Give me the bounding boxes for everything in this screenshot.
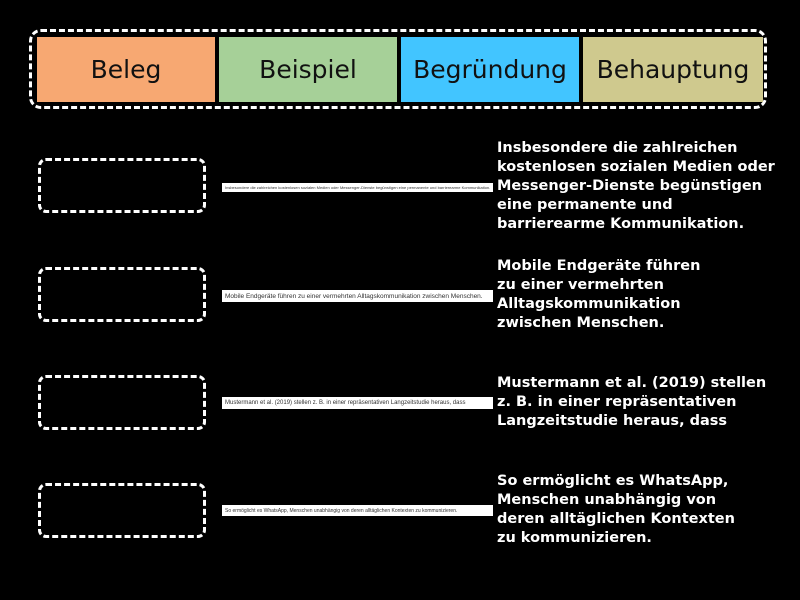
prompt-line: Menschen unabhängig von <box>497 492 717 508</box>
prompt-2: Mobile Endgeräte führen zu einer vermehr… <box>497 257 797 333</box>
prompt-line: Alltagskommunikation <box>497 296 681 312</box>
prompt-line: zu einer vermehrten <box>497 277 664 293</box>
prompt-line: barrierearme Kommunikation. <box>497 216 745 232</box>
prompt-3: Mustermann et al. (2019) stellen z. B. i… <box>497 374 797 431</box>
prompt-line: z. B. in einer repräsentativen <box>497 394 737 410</box>
prompt-line: So ermöglicht es WhatsApp, <box>497 473 729 489</box>
prompt-line: zwischen Menschen. <box>497 315 665 331</box>
prompt-line: Langzeitstudie heraus, dass <box>497 413 728 429</box>
drop-slot-3[interactable] <box>38 375 206 430</box>
tile-behauptung[interactable]: Behauptung <box>583 37 763 102</box>
sentence-strip-2: Mobile Endgeräte führen zu einer vermehr… <box>222 290 493 302</box>
tile-beleg[interactable]: Beleg <box>37 37 215 102</box>
drop-slot-4[interactable] <box>38 483 206 538</box>
drop-slot-1[interactable] <box>38 158 206 213</box>
prompt-line: deren alltäglichen Kontexten <box>497 511 735 527</box>
prompt-line: eine permanente und <box>497 197 673 213</box>
drop-slot-2[interactable] <box>38 267 206 322</box>
prompt-line: Messenger-Dienste begünstigen <box>497 178 762 194</box>
prompt-line: Mustermann et al. (2019) stellen <box>497 375 767 391</box>
prompt-4: So ermöglicht es WhatsApp, Menschen unab… <box>497 472 797 548</box>
prompt-line: zu kommunizieren. <box>497 530 652 546</box>
sentence-strip-4: So ermöglicht es WhatsApp, Menschen unab… <box>222 505 493 516</box>
tile-begruendung[interactable]: Begründung <box>401 37 579 102</box>
sentence-strip-3: Mustermann et al. (2019) stellen z. B. i… <box>222 397 493 409</box>
tile-beispiel[interactable]: Beispiel <box>219 37 397 102</box>
prompt-line: Insbesondere die zahlreichen <box>497 140 738 156</box>
category-tray <box>29 29 767 109</box>
sentence-strip-1: Insbesondere die zahlreichen kostenlosen… <box>222 183 493 192</box>
prompt-1: Insbesondere die zahlreichen kostenlosen… <box>497 139 797 234</box>
prompt-line: kostenlosen sozialen Medien oder <box>497 159 775 175</box>
prompt-line: Mobile Endgeräte führen <box>497 258 701 274</box>
